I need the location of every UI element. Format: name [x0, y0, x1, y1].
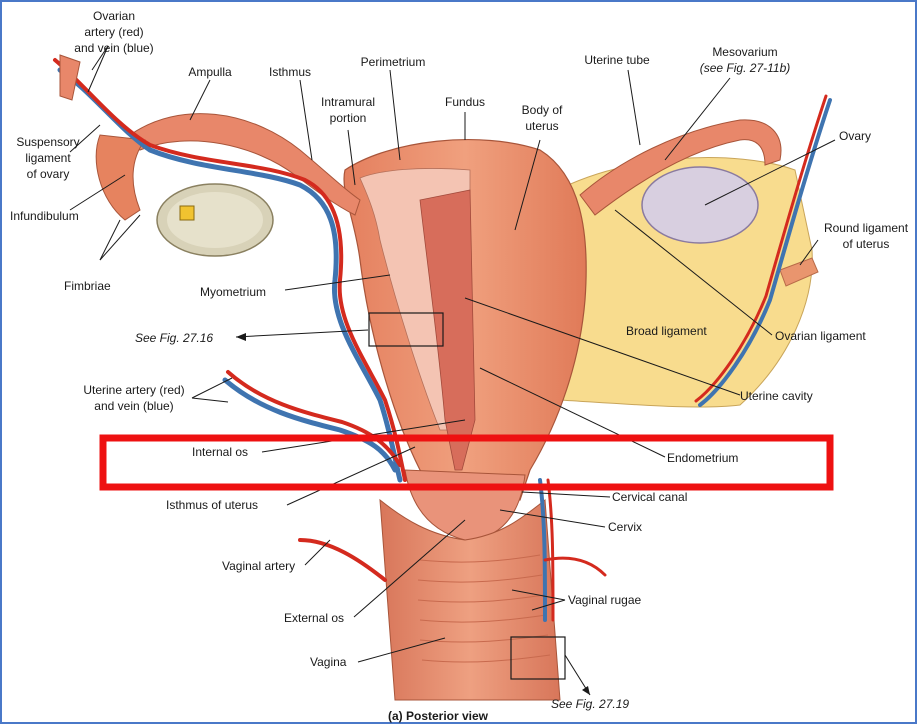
- label-isthmus: Isthmus: [269, 65, 311, 79]
- label-broad-ligament: Broad ligament: [626, 324, 707, 338]
- label-ovary: Ovary: [839, 129, 871, 143]
- label-suspensory-2: ligament: [25, 151, 71, 165]
- label-intramural-1: Intramural: [321, 95, 375, 109]
- label-ovarian-ligament: Ovarian ligament: [775, 329, 866, 343]
- label-vaginal-artery: Vaginal artery: [222, 559, 295, 573]
- arrow-2716: [236, 333, 246, 341]
- ovarian-follicle: [180, 206, 194, 220]
- ovarian-vessel-stub: [60, 55, 80, 100]
- label-infundibulum: Infundibulum: [10, 209, 79, 223]
- label-uterine-cavity: Uterine cavity: [740, 389, 813, 403]
- label-suspensory-1: Suspensory: [16, 135, 79, 149]
- label-vagina: Vagina: [310, 655, 347, 669]
- label-uterine-artery-1: Uterine artery (red): [83, 383, 184, 397]
- label-ovarian-artery-3: and vein (blue): [74, 41, 153, 55]
- figure-caption: (a) Posterior view: [388, 709, 489, 723]
- label-suspensory-3: of ovary: [27, 167, 70, 181]
- label-uterine-artery-2: and vein (blue): [94, 399, 173, 413]
- label-body-1: Body of: [522, 103, 563, 117]
- arrow-2719: [582, 686, 590, 695]
- label-myometrium: Myometrium: [200, 285, 266, 299]
- label-cervix: Cervix: [608, 520, 642, 534]
- label-mesovarium-ref: (see Fig. 27-11b): [700, 61, 791, 75]
- label-vaginal-rugae: Vaginal rugae: [568, 593, 641, 607]
- label-round-ligament-1: Round ligament: [824, 221, 909, 235]
- label-see-fig-2716: See Fig. 27.16: [135, 331, 213, 345]
- label-perimetrium: Perimetrium: [361, 55, 426, 69]
- label-uterine-tube: Uterine tube: [584, 53, 650, 67]
- label-isthmus-uterus: Isthmus of uterus: [166, 498, 258, 512]
- label-cervical-canal: Cervical canal: [612, 490, 687, 504]
- label-external-os: External os: [284, 611, 344, 625]
- label-endometrium: Endometrium: [667, 451, 738, 465]
- label-ovarian-artery-1: Ovarian: [93, 9, 135, 23]
- label-body-2: uterus: [525, 119, 558, 133]
- label-round-ligament-2: of uterus: [843, 237, 890, 251]
- label-ampulla: Ampulla: [188, 65, 232, 79]
- label-intramural-2: portion: [330, 111, 367, 125]
- label-fundus: Fundus: [445, 95, 485, 109]
- label-see-fig-2719: See Fig. 27.19: [551, 697, 629, 711]
- label-fimbriae: Fimbriae: [64, 279, 111, 293]
- label-ovarian-artery-2: artery (red): [84, 25, 143, 39]
- label-mesovarium: Mesovarium: [712, 45, 777, 59]
- label-internal-os: Internal os: [192, 445, 248, 459]
- right-ovary-shape: [642, 167, 758, 243]
